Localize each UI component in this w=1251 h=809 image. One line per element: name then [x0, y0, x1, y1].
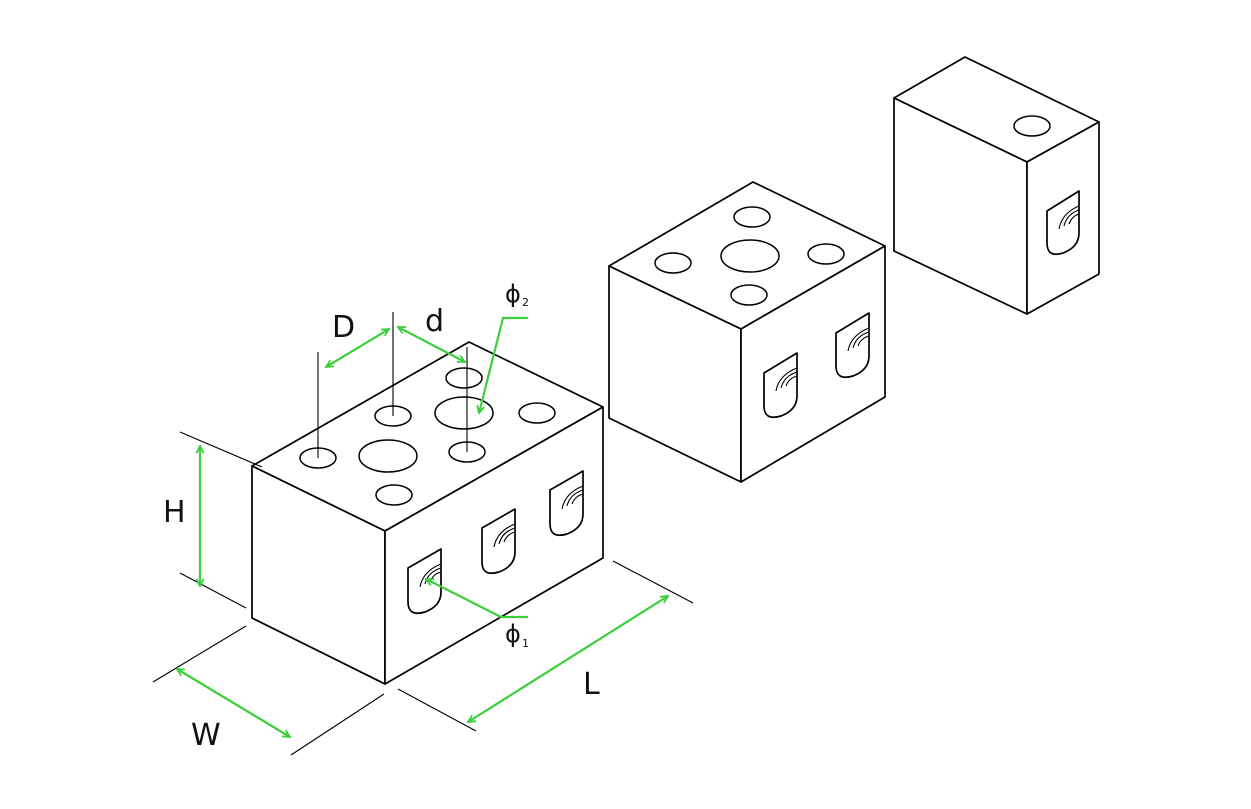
phi1-subscript: 1 [522, 637, 529, 650]
block2-small-hole [733, 206, 771, 228]
width-label: W [191, 718, 221, 753]
block1-small-hole [445, 367, 483, 389]
block1-top-holes [299, 367, 556, 506]
small-hole-spacing-label: d [425, 304, 444, 339]
width-dimension-arrow [177, 667, 290, 739]
block1-front-openings [407, 470, 584, 615]
wire-opening [481, 508, 516, 575]
block2-small-hole [730, 284, 768, 306]
large-hole-spacing-label: D [332, 310, 355, 345]
extension-lines [152, 312, 694, 756]
single-pole-block [893, 56, 1100, 315]
phi2-symbol: ϕ [505, 280, 521, 308]
three-pole-block [152, 312, 694, 756]
block3-small-hole [1013, 115, 1051, 137]
wire-opening [1046, 190, 1080, 256]
phi2-label: ϕ 2 [505, 280, 529, 309]
block1-large-hole [358, 439, 418, 473]
block2-top-holes [654, 206, 845, 306]
phi1-label: ϕ 1 [505, 620, 529, 650]
dimension-arrows [177, 316, 668, 739]
phi1-leader [426, 577, 529, 619]
block1-large-hole [434, 396, 494, 430]
block2-small-hole [654, 252, 692, 274]
length-dimension-arrow [468, 594, 668, 724]
large-hole-spacing-arrow [326, 327, 389, 369]
phi1-symbol: ϕ [505, 620, 521, 648]
block1-small-hole [518, 402, 556, 424]
height-label: H [163, 495, 186, 530]
phi2-leader [479, 316, 529, 413]
block2-large-hole [720, 239, 780, 273]
wire-opening [835, 312, 870, 379]
block1-small-hole [375, 484, 413, 506]
small-hole-spacing-arrow [398, 325, 465, 364]
wire-opening [763, 352, 798, 419]
block2-small-hole [807, 243, 845, 265]
phi2-subscript: 2 [522, 296, 529, 309]
two-pole-block [608, 181, 886, 483]
wire-opening [549, 470, 584, 537]
length-label: L [583, 667, 600, 702]
dimension-labels: H W L D d ϕ 2 ϕ 1 [163, 280, 600, 753]
block2-front-openings [763, 312, 870, 419]
block2-front-face [740, 245, 886, 483]
